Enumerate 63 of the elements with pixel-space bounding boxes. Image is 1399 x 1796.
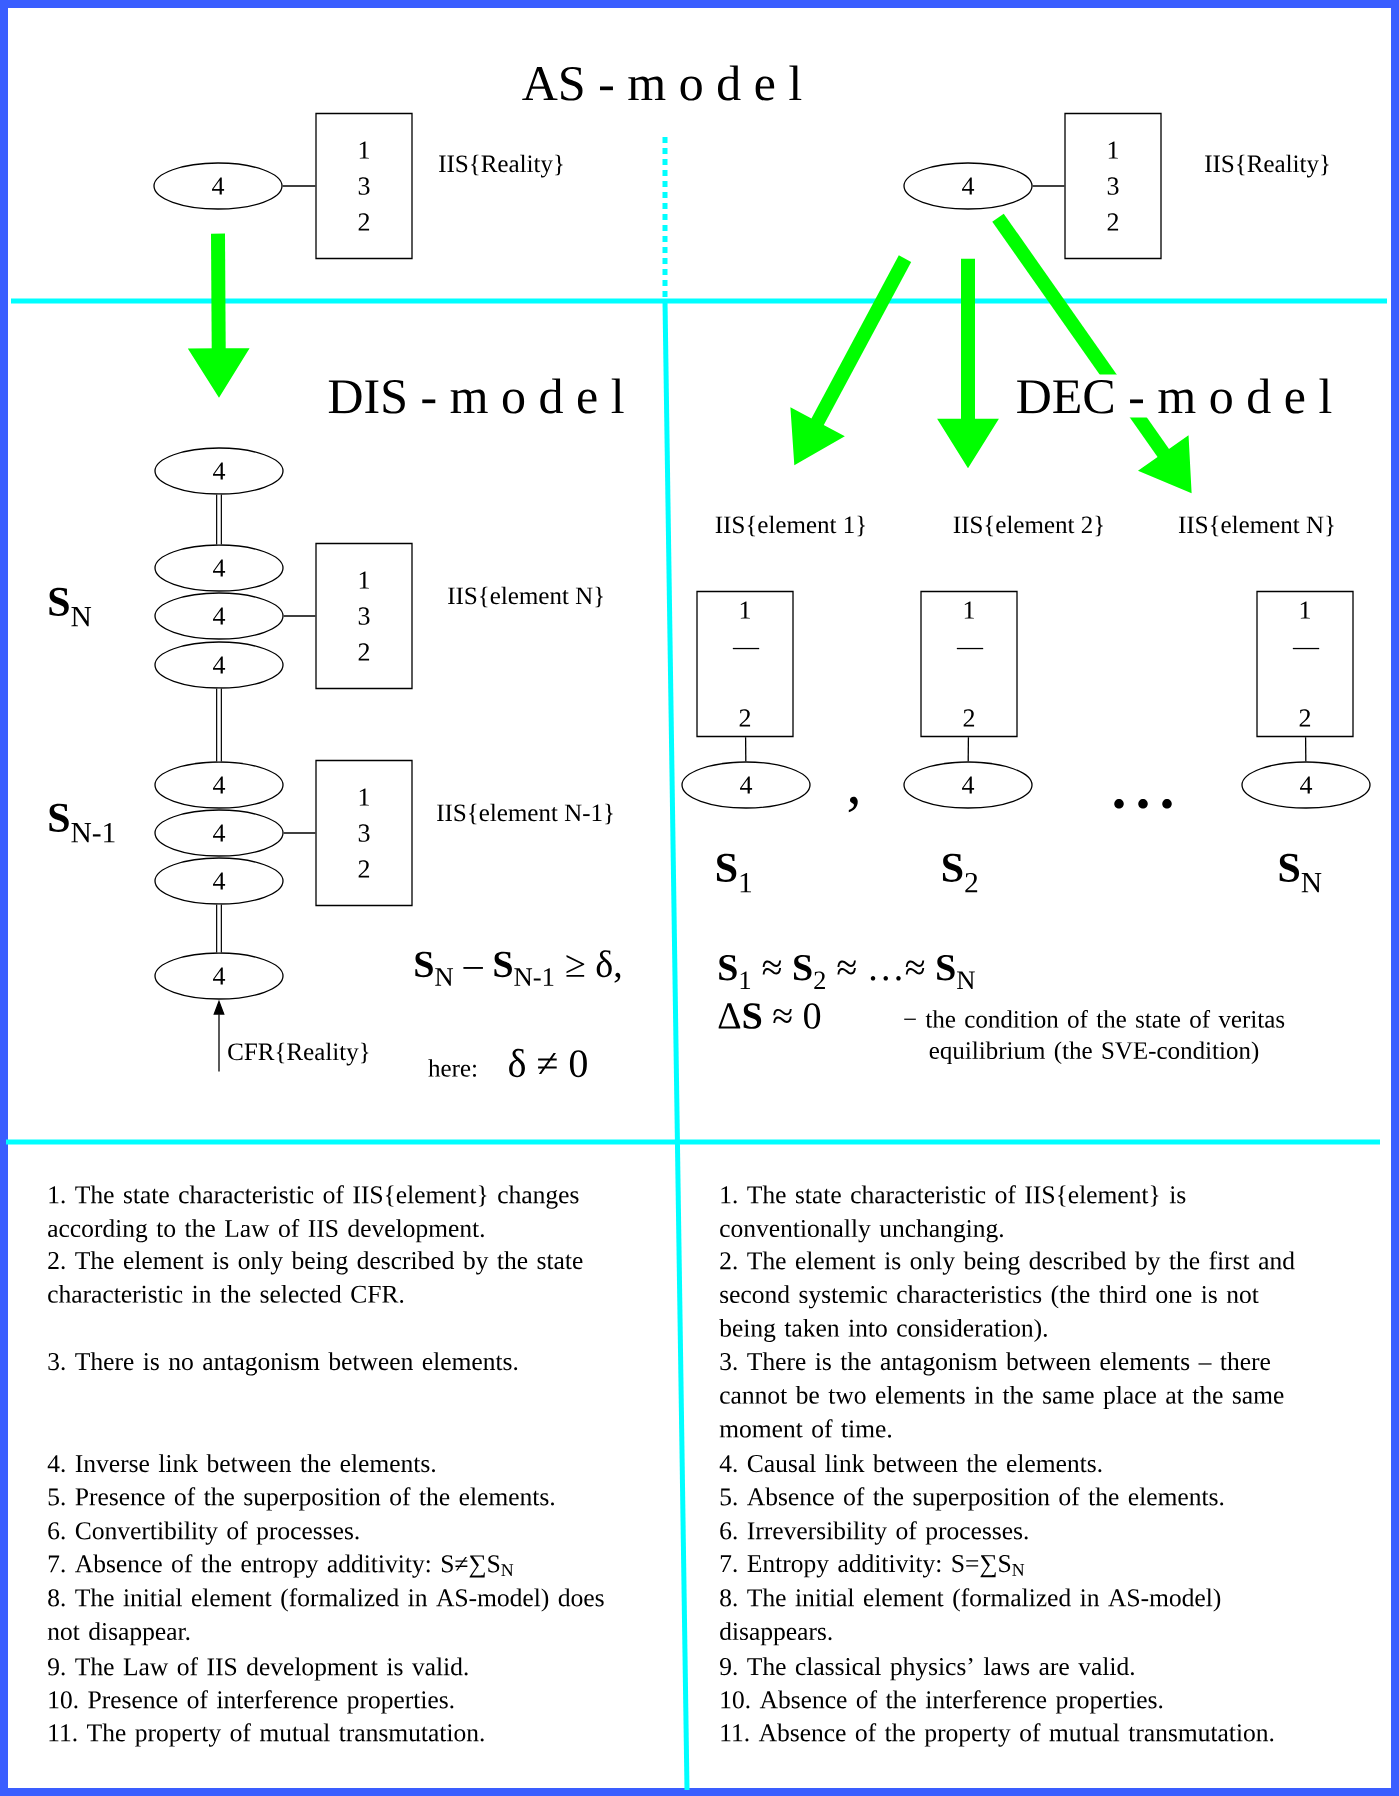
state-label: S$_{N-1}$ (49, 803, 115, 843)
element-label: IIS{element 2} (953, 515, 1103, 537)
element-label: IIS{Reality} (1205, 154, 1329, 178)
list-item: 5. Absence of the superposition of the elements. (720, 1487, 1224, 1511)
list-item: 3. There is the antagonism between elements – there cannot be two elements in the same place at the same moment of time. (719, 1352, 1284, 1438)
element-label: IIS{element N} (448, 586, 603, 608)
list-item: 8. The initial element (formalized in AS-model) does not disappear. (47, 1588, 604, 1646)
state-label: S$_{1}$ (716, 853, 751, 893)
formula: δ ≠ 0 (509, 1048, 587, 1078)
list-item: 11. Absence of the property of mutual transmutation. (721, 1723, 1274, 1747)
list-item: 5. Presence of the superposition of the elements. (48, 1487, 554, 1511)
list-item: 3. There is no antagonism between elements. (48, 1352, 518, 1376)
formula: S$_{N}$ – S$_{N-1}$ ≥ δ, (415, 950, 621, 986)
double-line (216, 494, 222, 545)
list-item: 4. Inverse link between the elements. (47, 1454, 435, 1473)
state-label: S$_{N}$ (1279, 853, 1322, 893)
list-item: 11. The property of mutual transmutation. (49, 1723, 484, 1747)
state-label: S$_{2}$ (942, 853, 978, 893)
list-item: 9. The classical physics’ laws are valid. (720, 1657, 1134, 1681)
characteristic-box: 1 — 2 (920, 590, 1018, 738)
list-item: 1. The state characteristic of IIS{element} changes according to the Law of IIS development. (48, 1185, 579, 1243)
characteristic-box: 1 — 2 (1256, 590, 1354, 738)
section-heading: AS - m o d e l (522, 65, 802, 101)
list-item: 2. The element is only being described by the first and second systemic characteristics (the third one is not being taken into consideration). (719, 1251, 1295, 1343)
characteristic-box: 1 3 2 (315, 759, 413, 907)
connector-line (1304, 736, 1307, 762)
element-label: IIS{element 1} (715, 515, 865, 537)
connector-line (967, 736, 970, 762)
connector-line (1032, 185, 1065, 187)
connector-line (283, 615, 316, 617)
section-heading: DIS - m o d e l (323, 374, 629, 418)
note-text: here: (428, 1059, 476, 1077)
double-line (216, 688, 222, 762)
list-item: 1. The state characteristic of IIS{element} is conventionally unchanging. (720, 1185, 1186, 1243)
list-item: 6. Irreversibility of processes. (720, 1521, 1028, 1545)
characteristic-box: 1 3 2 (1064, 112, 1162, 260)
list-item: 8. The initial element (formalized in AS-model) disappears. (720, 1588, 1221, 1646)
section-heading: DEC - m o d e l (1011, 374, 1337, 418)
ellipsis-dots: • • • (1114, 799, 1172, 809)
list-item: 10. Absence of the interference properties. (721, 1690, 1163, 1714)
list-item: 10. Presence of interference properties. (49, 1690, 454, 1714)
state-label: S$_{N}$ (49, 587, 92, 627)
double-line (216, 904, 222, 953)
list-item: 7. Absence of the entropy additivity: S≠∑S$_{N}$ (48, 1554, 514, 1578)
list-item: 7. Entropy additivity: S=∑S$_{N}$ (720, 1554, 1025, 1578)
list-item: 4. Causal link between the elements. (719, 1454, 1102, 1473)
characteristic-box: 1 3 2 (315, 542, 413, 690)
characteristic-box: 1 3 2 (315, 112, 413, 260)
characteristic-box: 1 — 2 (696, 590, 794, 738)
element-label: IIS{Reality} (439, 154, 563, 178)
formula: ΔS ≈ 0 (718, 1003, 821, 1029)
frame-label: CFR{Reality} (228, 1042, 369, 1066)
list-item: 2. The element is only being described by the state characteristic in the selected CFR. (48, 1251, 583, 1303)
connector-line (283, 832, 316, 834)
list-item: 6. Convertibility of processes. (48, 1521, 359, 1545)
condition-text: − the condition of the state of veritas equilibrium (the SVE-condition) (904, 1009, 1285, 1065)
formula: S$_{1}$ ≈ S$_{2}$ ≈ …≈ S$_{N}$ (719, 954, 975, 990)
element-label: IIS{element N-1} (437, 803, 613, 825)
list-item: 9. The Law of IIS development is valid. (48, 1657, 468, 1681)
comma-mark: , (848, 796, 858, 813)
element-label: IIS{element N} (1178, 515, 1334, 537)
connector-line (282, 185, 316, 187)
connector-line (744, 736, 747, 762)
